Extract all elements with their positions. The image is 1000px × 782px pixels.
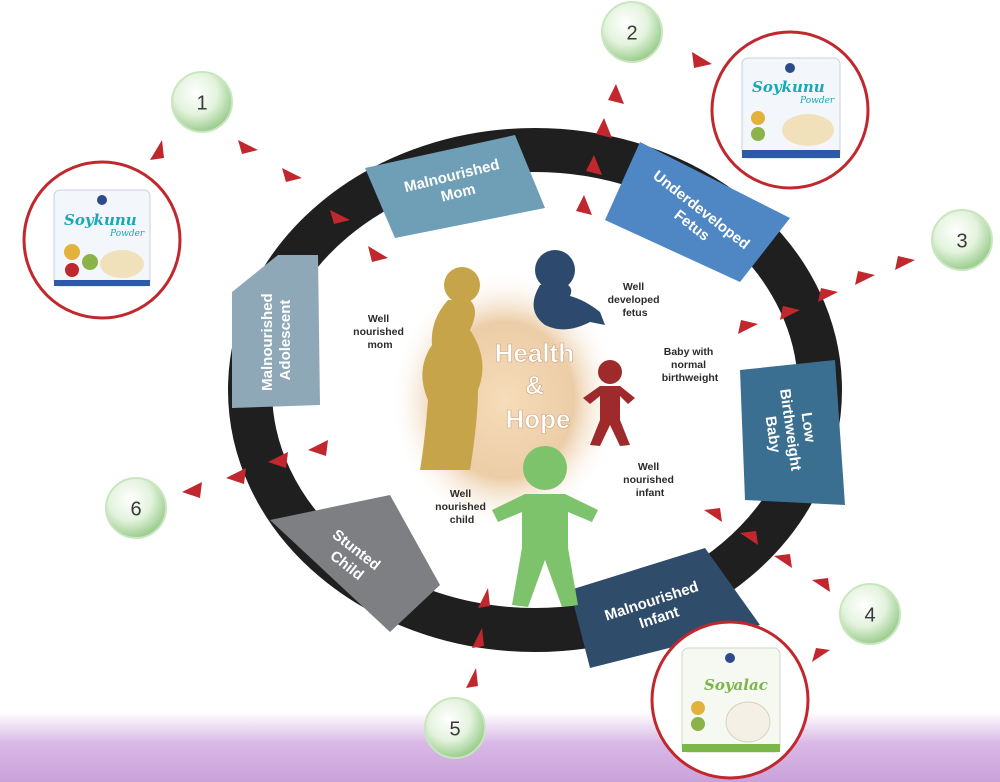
brand-logo-icon — [785, 63, 795, 73]
bottom-gradient-band — [0, 712, 1000, 782]
svg-text:4: 4 — [864, 604, 875, 626]
svg-text:3: 3 — [956, 230, 967, 252]
step-bubble-4: 4 — [839, 583, 901, 645]
brand-logo-icon — [97, 195, 107, 205]
svg-text:6: 6 — [130, 498, 141, 520]
svg-text:Malnourished Adolescent: Malnourished Adolescent — [259, 289, 294, 391]
label-well-nourished-infant: Well nourished infant — [623, 461, 677, 499]
segment-malnourished-mom: Malnourished Mom — [365, 135, 545, 238]
product-soykunu-left: Soykunu Powder — [22, 160, 182, 320]
segment-box — [232, 255, 320, 408]
step-bubble-3: 3 — [931, 209, 993, 271]
product-soykunu-top-right: Soykunu Powder — [710, 30, 870, 190]
step-bubble-5: 5 — [424, 697, 486, 759]
child-figure — [492, 446, 598, 607]
step-bubble-6: 6 — [105, 477, 167, 539]
label-well-nourished-child: Well nourished child — [435, 488, 489, 526]
svg-text:5: 5 — [449, 718, 460, 740]
product-soyalac-bottom: Soyalac — [650, 620, 810, 780]
segment-low-birthweight-baby: Low Birthweight Baby — [740, 360, 845, 505]
segment-stunted-child: Stunted Child — [270, 495, 440, 632]
baby-figure — [583, 360, 635, 446]
segment-malnourished-adolescent: Malnourished Adolescent — [232, 255, 320, 408]
health-hope-title: Health & Hope — [495, 338, 582, 434]
step-bubble-1: 1 — [171, 71, 233, 133]
fetus-figure — [533, 250, 605, 330]
segment-underdeveloped-fetus: Underdeveloped Fetus — [605, 142, 790, 282]
label-well-nourished-mom: Well nourished mom — [353, 313, 407, 351]
segment-box — [605, 142, 790, 282]
label-baby-normal-birthweight: Baby with normal birthweight — [662, 346, 719, 384]
segment-malnourished-infant: Malnourished Infant — [570, 548, 760, 668]
step-bubble-2: 2 — [601, 1, 663, 63]
svg-text:Soyalac: Soyalac — [704, 676, 768, 694]
svg-text:Powder: Powder — [799, 96, 835, 106]
brand-logo-icon — [725, 653, 735, 663]
intervention-arrows — [150, 52, 915, 688]
pregnant-mom-figure — [420, 267, 483, 470]
segment-box — [365, 135, 545, 238]
label-well-developed-fetus: Well developed fetus — [608, 281, 663, 319]
svg-text:1: 1 — [196, 92, 207, 114]
svg-text:Soykunu: Soykunu — [752, 78, 825, 96]
svg-text:Soykunu: Soykunu — [64, 211, 137, 229]
svg-text:2: 2 — [626, 22, 637, 44]
segment-box — [570, 548, 760, 668]
svg-text:Powder: Powder — [109, 229, 145, 239]
segment-box — [740, 360, 845, 505]
segment-box — [270, 495, 440, 632]
